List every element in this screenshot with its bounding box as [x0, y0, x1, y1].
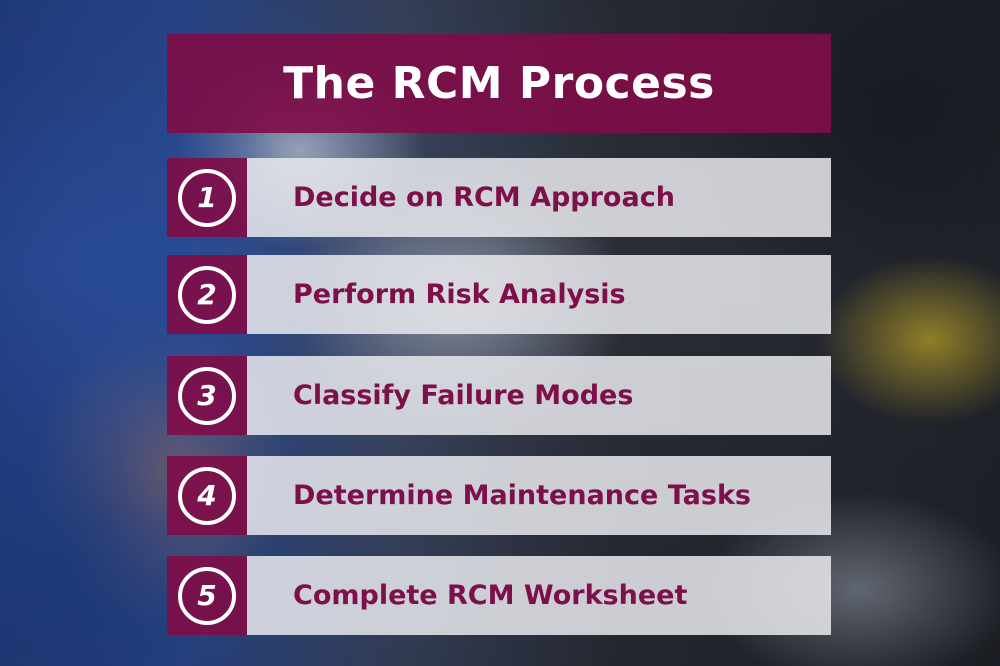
step-number-badge: 4 [178, 466, 236, 525]
step-number-badge: 3 [178, 366, 236, 425]
step-label: Complete RCM Worksheet [293, 580, 688, 611]
title-banner: The RCM Process [167, 34, 831, 133]
process-step-3: 3 Classify Failure Modes [167, 356, 831, 435]
step-number-box: 4 [167, 456, 247, 535]
step-label-panel: Determine Maintenance Tasks [247, 456, 831, 535]
step-number-box: 2 [167, 255, 247, 334]
step-label-panel: Decide on RCM Approach [247, 158, 831, 237]
step-number-badge: 1 [178, 168, 236, 227]
process-step-4: 4 Determine Maintenance Tasks [167, 456, 831, 535]
page-title: The RCM Process [283, 58, 715, 109]
step-label: Perform Risk Analysis [293, 279, 626, 310]
step-number-box: 5 [167, 556, 247, 635]
step-number-box: 3 [167, 356, 247, 435]
process-step-2: 2 Perform Risk Analysis [167, 255, 831, 334]
process-step-5: 5 Complete RCM Worksheet [167, 556, 831, 635]
process-step-1: 1 Decide on RCM Approach [167, 158, 831, 237]
step-label: Determine Maintenance Tasks [293, 480, 751, 511]
step-label-panel: Complete RCM Worksheet [247, 556, 831, 635]
step-label: Classify Failure Modes [293, 380, 634, 411]
step-number-badge: 2 [178, 265, 236, 324]
step-label: Decide on RCM Approach [293, 182, 675, 213]
step-number-box: 1 [167, 158, 247, 237]
step-label-panel: Perform Risk Analysis [247, 255, 831, 334]
step-label-panel: Classify Failure Modes [247, 356, 831, 435]
step-number-badge: 5 [178, 566, 236, 625]
